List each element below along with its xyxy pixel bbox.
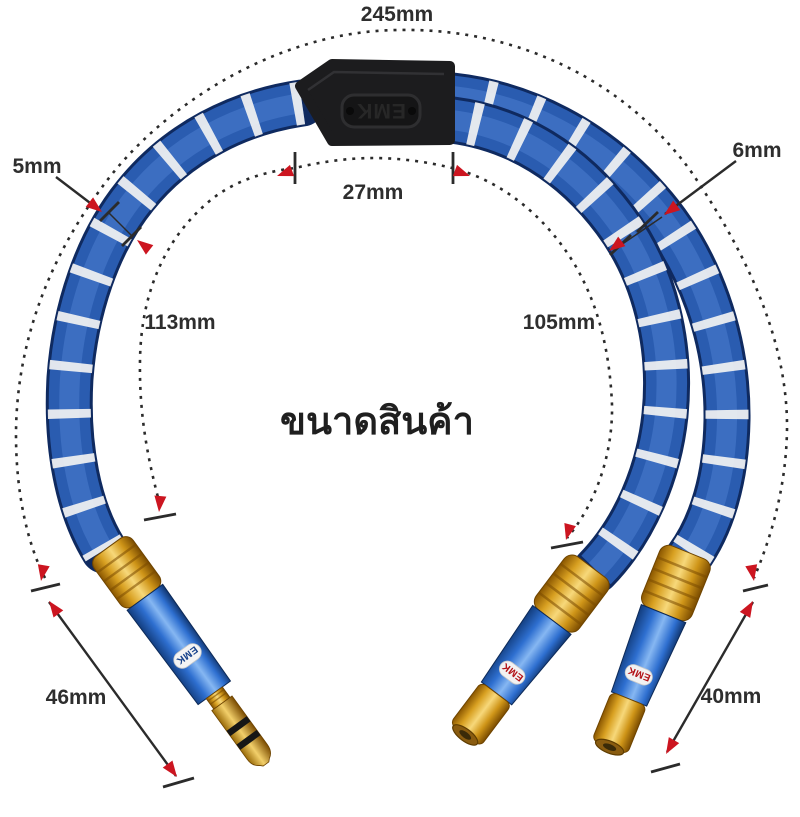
arrow-46mm-top: [44, 597, 64, 618]
y-splitter-body: EMK: [295, 59, 455, 146]
tick-40mm-bottom: [650, 762, 681, 774]
braid-stripes: [47, 81, 306, 562]
outer-length-arc: [14, 28, 789, 579]
tick-113mm-end: [143, 512, 177, 522]
tick-5mm-2: [121, 226, 142, 247]
arrow-5mm-lower: [133, 235, 154, 255]
tick-5mm-1: [99, 201, 120, 222]
tick-left-shared: [30, 582, 61, 593]
rca-female-connector-left: [438, 549, 615, 758]
dimension-line-40mm: [665, 601, 755, 753]
label-total-length: 245mm: [361, 3, 433, 26]
braided-cable-right-inner: [428, 96, 691, 594]
dimension-line-46mm: [48, 601, 177, 777]
label-single-cable-diameter: 5mm: [12, 155, 61, 178]
tick-105mm-end: [550, 540, 584, 550]
tick-6mm-1: [636, 210, 659, 234]
tick-right-shared: [742, 583, 769, 593]
splitter-dimple: [346, 107, 354, 115]
inner-length-arc: [138, 156, 614, 539]
arrow-40mm-bottom: [660, 737, 680, 757]
arrow-40mm-top: [739, 598, 759, 618]
arrow-245mm-left: [35, 564, 50, 583]
braided-cable-left: [45, 79, 326, 574]
diagram-title: ขนาดสินค้า: [280, 401, 474, 443]
leader-6mm: [664, 160, 737, 215]
splitter-dimple: [408, 107, 416, 115]
arrow-105mm-end: [560, 522, 576, 542]
braid-stripes: [449, 74, 749, 571]
splitter-brand-logo: EMK: [356, 99, 406, 122]
label-double-cable-diameter: 6mm: [732, 139, 781, 162]
label-right-inner-length: 105mm: [523, 311, 595, 334]
label-jack-length: 46mm: [46, 686, 107, 709]
span-5mm: [107, 211, 134, 238]
braided-cable-right-outer: [428, 72, 751, 582]
label-rca-length: 40mm: [701, 685, 762, 708]
arrow-113mm-end: [153, 495, 167, 513]
jack-3.5mm-connector: [87, 531, 287, 780]
label-left-inner-length: 113mm: [144, 311, 215, 334]
tick-46mm-bottom: [162, 776, 195, 789]
label-splitter-span: 27mm: [343, 181, 404, 204]
arrow-245mm-right: [745, 564, 760, 583]
